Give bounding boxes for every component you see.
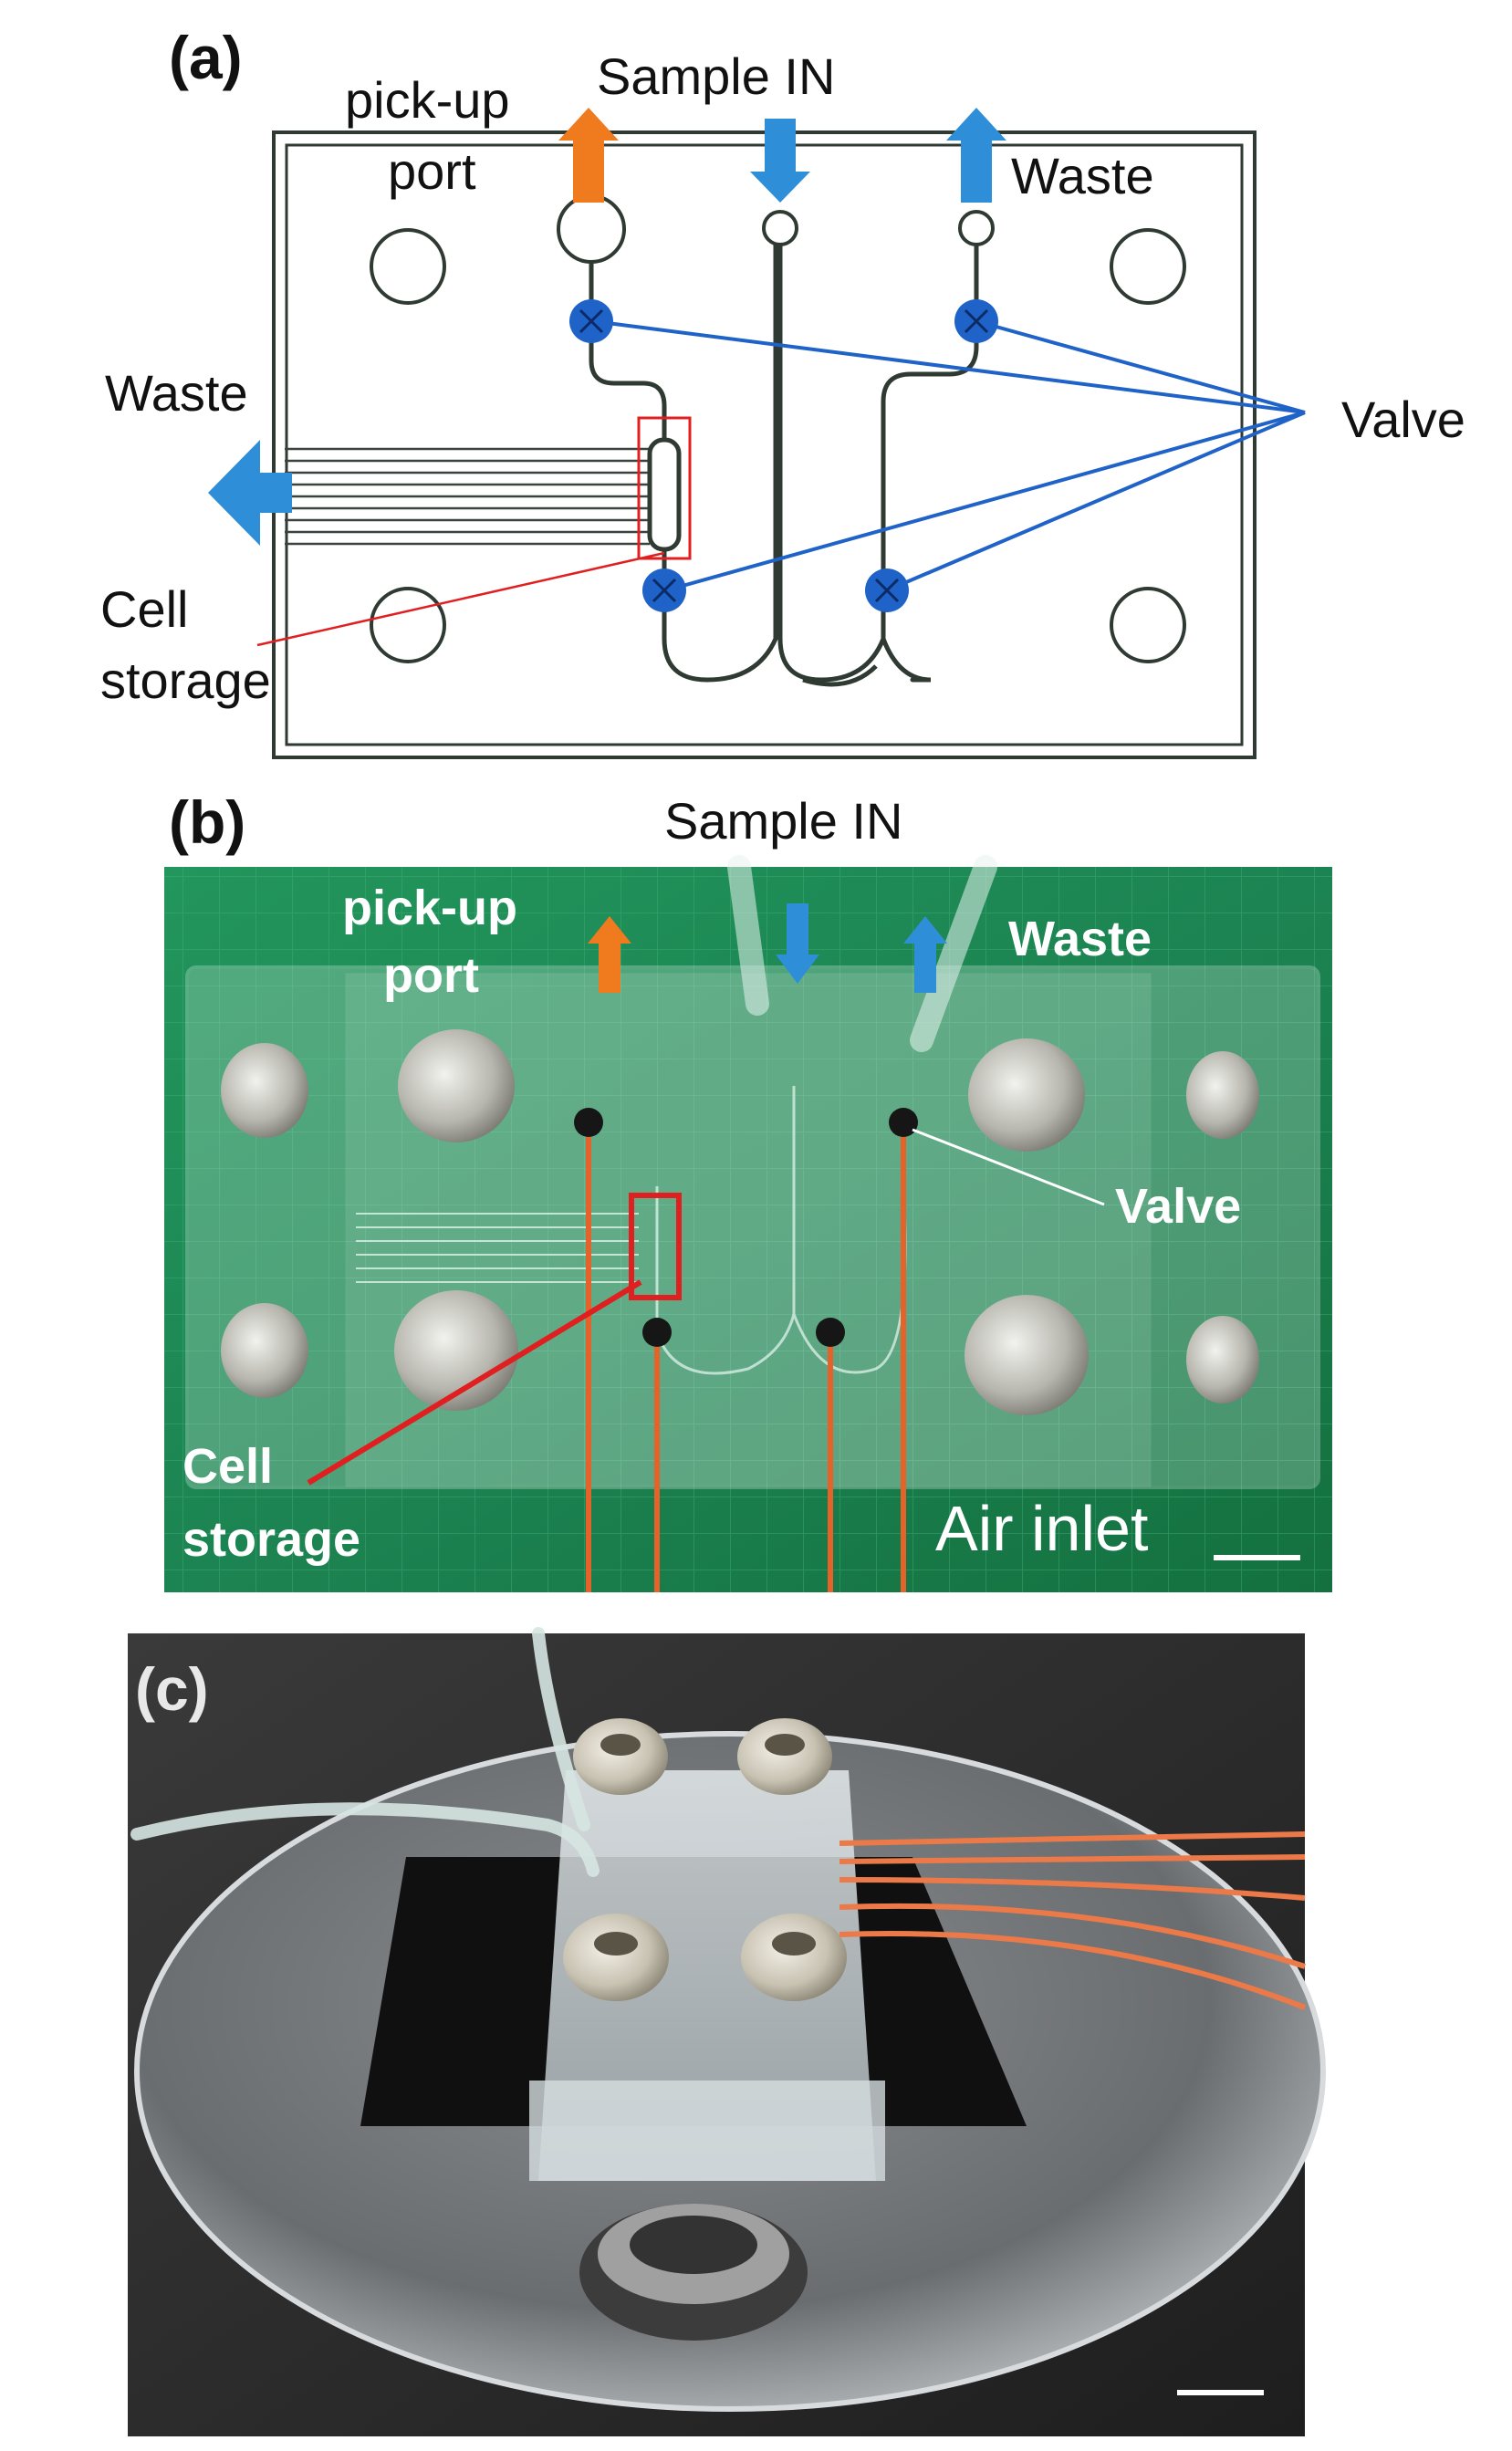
air-inlet-label-photo: Air inlet xyxy=(935,1493,1149,1564)
waste-port-top xyxy=(958,210,995,246)
microchannels xyxy=(589,233,979,683)
pickup-label-photo-line2: port xyxy=(383,948,479,1003)
valve-top-right xyxy=(954,299,998,343)
knurled-nuts xyxy=(563,1718,847,2001)
wires-photo xyxy=(586,1122,906,1592)
mount-hole-top-right xyxy=(1110,228,1186,305)
valve-pointer-photo xyxy=(912,1128,1105,1206)
valve-label-photo: Valve xyxy=(1115,1179,1242,1234)
mount-hole-top-left xyxy=(370,228,446,305)
cell-storage-label-photo-line2: storage xyxy=(182,1512,361,1567)
tubing-photo xyxy=(727,855,997,1052)
arrow-photo-orange xyxy=(588,916,631,993)
chip-photo xyxy=(164,855,1332,1592)
chip-schematic xyxy=(208,108,1306,759)
filter-array-photo xyxy=(356,1213,639,1283)
pickup-label-photo-line1: pick-up xyxy=(342,881,518,935)
valve-photo-4 xyxy=(816,1318,845,1347)
mount-hole-bottom-right xyxy=(1110,587,1186,663)
filter-array xyxy=(285,447,650,546)
arrow-out-pickup xyxy=(558,108,619,203)
cell-storage-label-photo-line1: Cell xyxy=(182,1439,274,1494)
valve-label: Valve xyxy=(1341,391,1465,448)
cell-storage-pointer-photo xyxy=(307,1279,642,1486)
arrow-photo-blue-down xyxy=(776,903,819,984)
arrow-out-waste-left xyxy=(208,440,292,546)
waste-label-left: Waste xyxy=(105,364,248,422)
panel-c-tag: (c) xyxy=(135,1655,209,1723)
tubing-c xyxy=(130,1627,600,1877)
sample-in-label: Sample IN xyxy=(597,47,836,105)
arrow-in-sample xyxy=(750,119,810,203)
waste-label-top: Waste xyxy=(1011,147,1154,204)
arrow-photo-blue-up xyxy=(903,916,947,993)
channel-junction xyxy=(802,664,878,687)
valve-photo-3 xyxy=(642,1318,672,1347)
cell-storage-box-photo xyxy=(629,1193,682,1300)
valve-photo-1 xyxy=(574,1108,603,1137)
sample-in-label-b: Sample IN xyxy=(664,792,903,850)
chip-outline-outer xyxy=(272,130,1257,759)
cell-storage-pointer xyxy=(256,551,665,647)
valve-bottom-left xyxy=(642,568,686,612)
arrow-out-waste-top xyxy=(946,108,1006,203)
valve-pointers xyxy=(592,319,1306,592)
chip-outline-inner xyxy=(285,143,1244,746)
panel-b-tag: (b) xyxy=(169,788,246,856)
bolts-photo xyxy=(221,1029,1259,1415)
waste-label-photo: Waste xyxy=(1008,912,1152,966)
chip-stack xyxy=(538,1770,876,2181)
valve-bottom-right xyxy=(865,568,909,612)
pickup-label-line2: port xyxy=(388,142,476,200)
panel-a-tag: (a) xyxy=(169,24,243,91)
pickup-label-line1: pick-up xyxy=(345,71,510,129)
valve-photo-2 xyxy=(889,1108,918,1137)
cell-storage-box xyxy=(637,416,692,560)
cell-storage-label-line1: Cell xyxy=(100,580,189,638)
valve-top-left xyxy=(569,299,613,343)
cell-storage-label-line2: storage xyxy=(100,652,271,709)
sample-in-port xyxy=(762,210,798,246)
wires-c xyxy=(839,1831,1307,2010)
